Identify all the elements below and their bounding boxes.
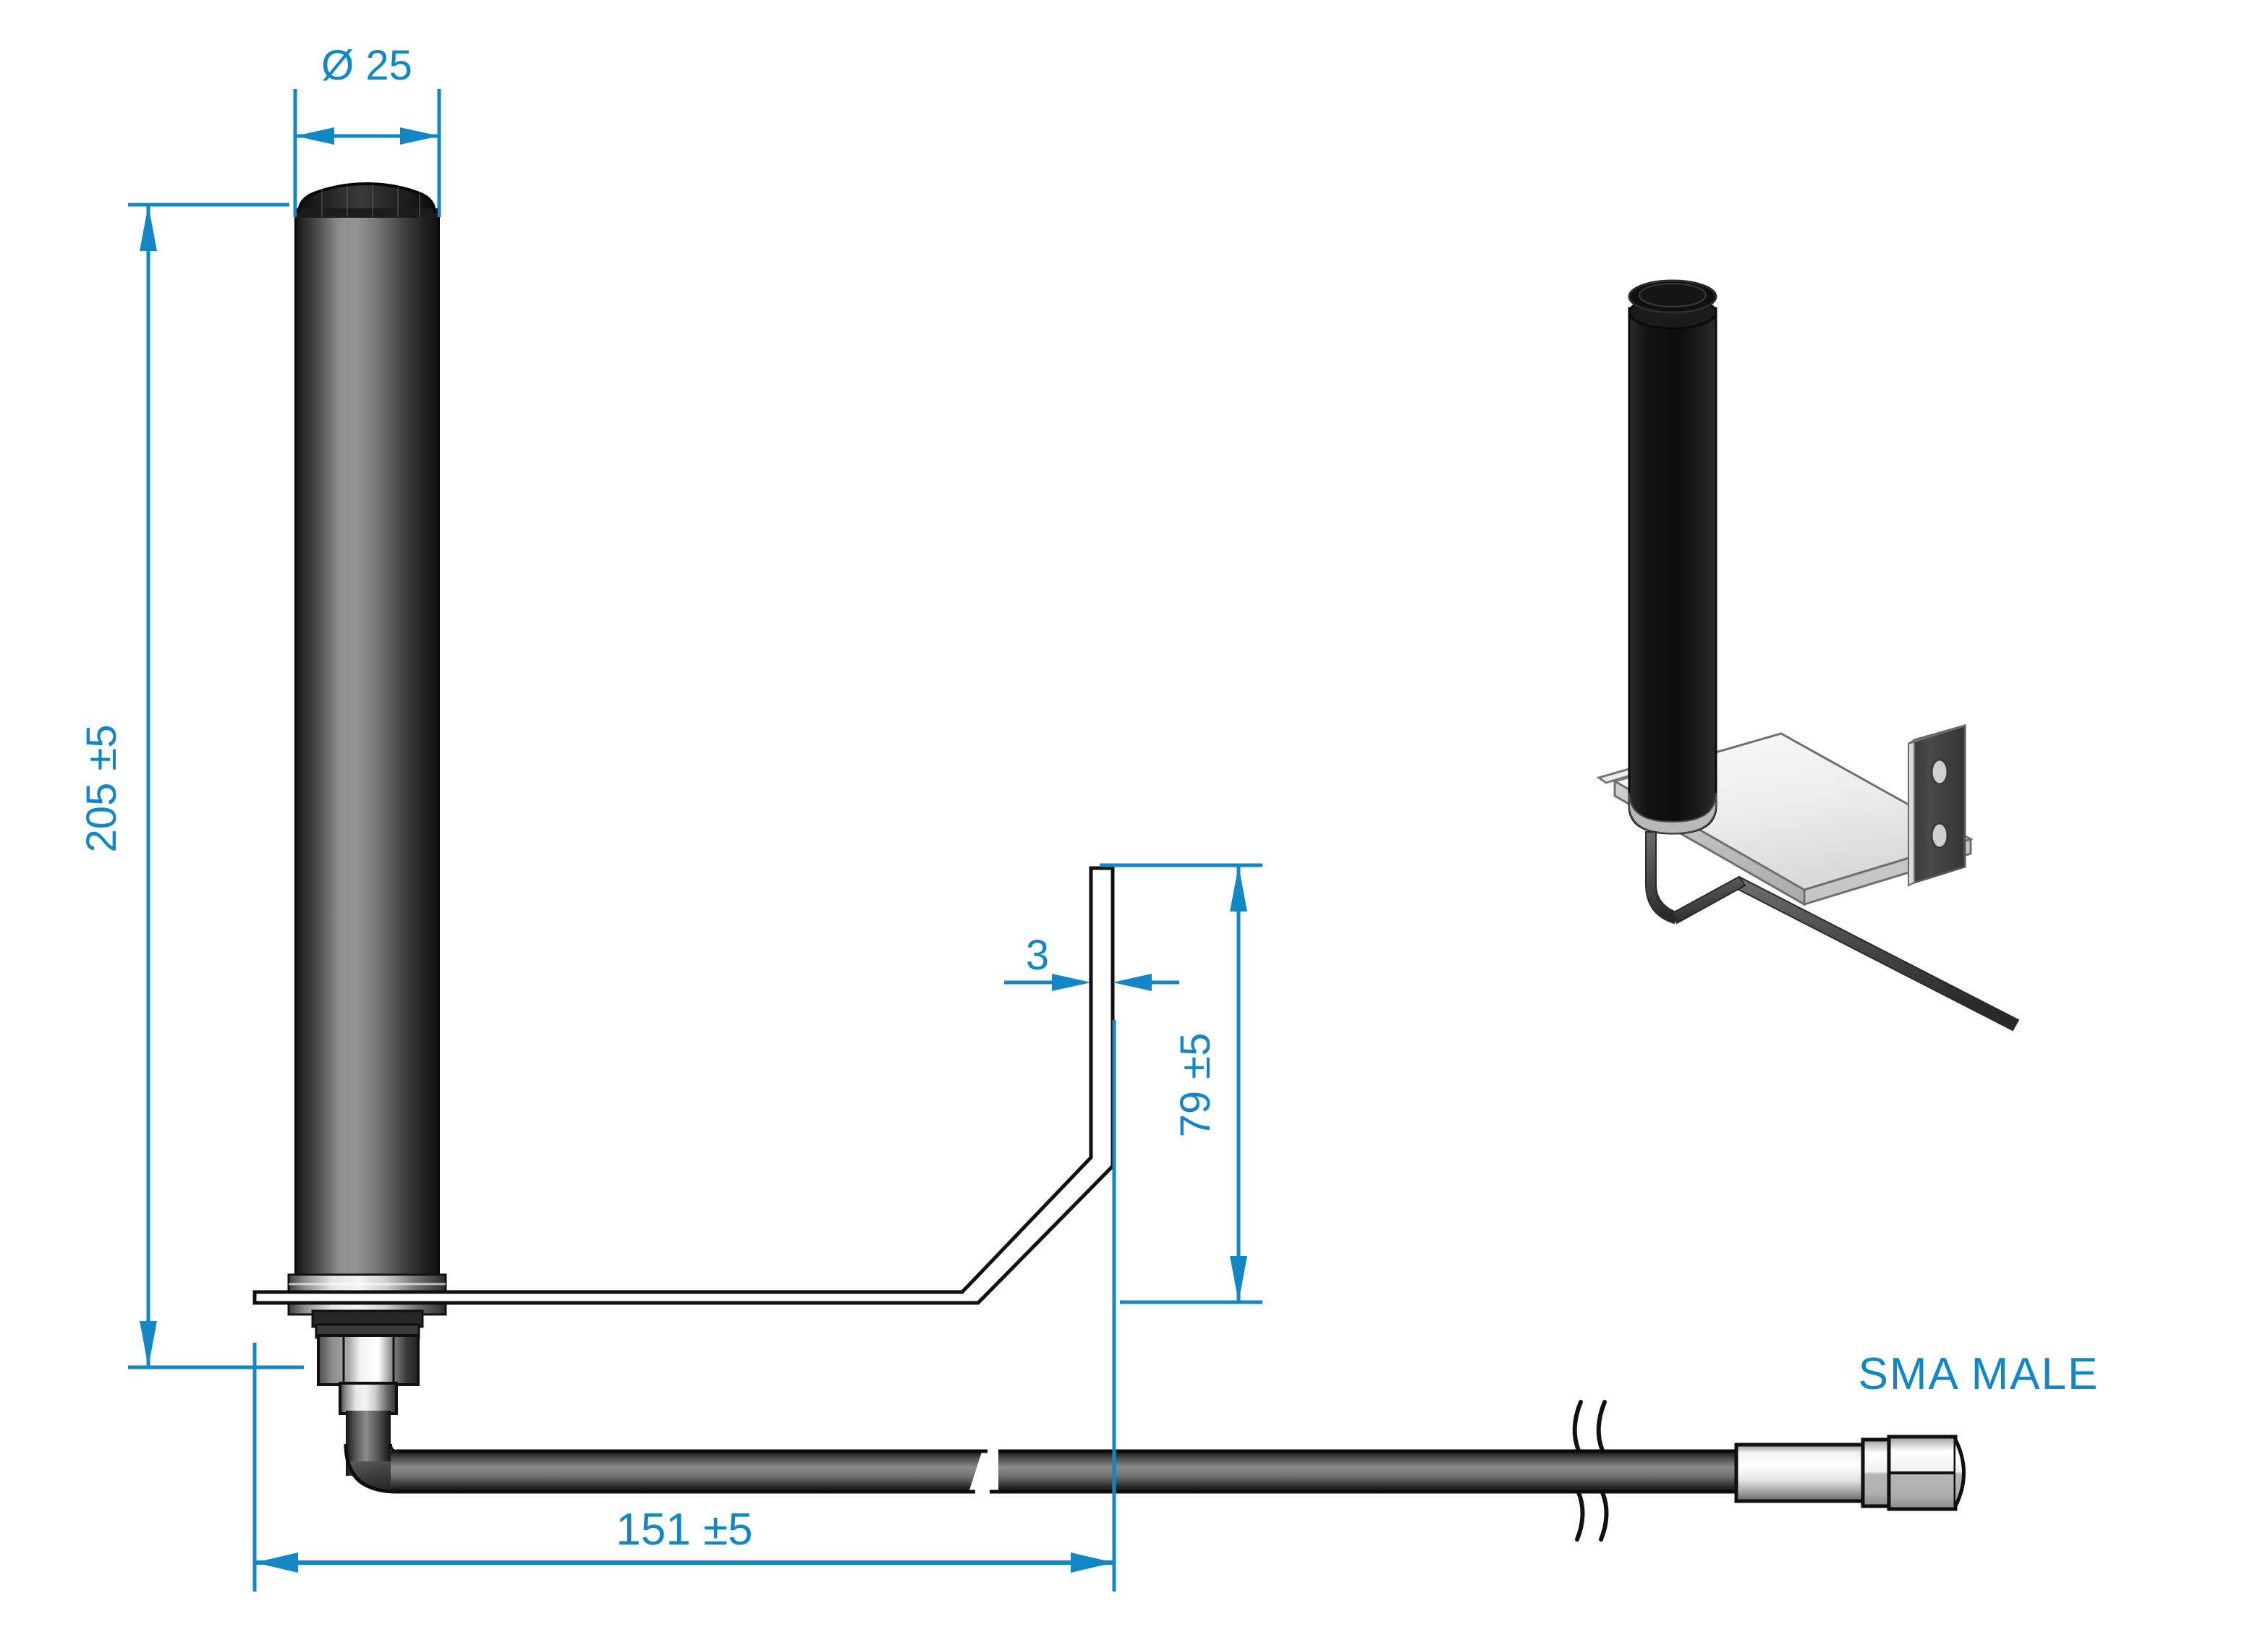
cable-run-1 — [391, 1451, 988, 1492]
arrowhead-rise-top — [1230, 865, 1247, 912]
antenna-radome-cylinder — [295, 217, 439, 1299]
dimension-diameter: Ø 25 — [293, 42, 441, 217]
dimension-bracket-length: 151 ±5 — [252, 1020, 1116, 1592]
cable-elbow-inner — [389, 1443, 397, 1453]
dimension-label-rise: 79 ±5 — [1172, 1033, 1219, 1138]
iso-cable-run — [1671, 875, 1746, 925]
sma-connector-collar — [1861, 1437, 1891, 1508]
radome-cap-ticks — [321, 185, 420, 217]
iso-bracket-back-plate — [1913, 724, 1966, 885]
sma-connector-tip — [1953, 1438, 1966, 1508]
iso-mounting-hole-lower — [1930, 822, 1949, 849]
dimension-label-diameter: Ø 25 — [321, 42, 412, 89]
front-view-cable — [344, 1400, 1966, 1542]
cable-ferrule — [339, 1382, 398, 1415]
cable-elbow-outer — [344, 1443, 397, 1494]
front-view-bracket — [252, 866, 1115, 1305]
iso-cable-tail — [1732, 875, 2020, 1032]
iso-mounting-hole-upper — [1930, 758, 1949, 786]
isometric-view — [1596, 279, 2020, 1032]
arrowhead-thickness-left — [1052, 974, 1091, 991]
dimension-label-height: 205 ±5 — [78, 725, 125, 853]
arrowhead-thickness-right — [1113, 974, 1152, 991]
arrowhead-rise-bottom — [1230, 1256, 1247, 1302]
arrowhead-diameter-right — [400, 127, 439, 145]
dimension-bracket-rise: 79 ±5 — [1100, 863, 1262, 1304]
arrowhead-length-right — [1071, 1552, 1114, 1573]
arrowhead-height-top — [140, 205, 157, 251]
arrowhead-height-bottom — [140, 1321, 157, 1367]
iso-back-plate-top-bevel — [1908, 725, 1966, 744]
iso-back-plate-bevel — [1908, 739, 1915, 887]
arrowhead-length-left — [255, 1552, 298, 1573]
cable-run-2 — [998, 1451, 1736, 1492]
front-view-antenna — [287, 182, 447, 1316]
cable-break-marks — [1572, 1400, 1609, 1542]
sma-connector-barrel — [1734, 1443, 1865, 1503]
radome-cap-outline — [297, 182, 436, 214]
iso-radome-cylinder — [1628, 307, 1717, 835]
iso-radome-cap-top — [1639, 283, 1707, 307]
radome-cap-band — [297, 208, 438, 218]
hex-nut — [317, 1334, 420, 1386]
dimension-height: 205 ±5 — [78, 203, 304, 1369]
label-sma-male: SMA MALE — [1859, 1349, 2099, 1399]
dimension-plate-thickness: 3 — [1004, 932, 1179, 991]
front-view-hex-nut — [311, 1309, 424, 1415]
arrowhead-diameter-left — [295, 127, 334, 145]
iso-radome-base-ring — [1628, 792, 1717, 835]
iso-cable-elbow — [1645, 831, 1680, 925]
dimension-label-thickness: 3 — [1026, 932, 1049, 979]
dimension-label-length: 151 ±5 — [616, 1505, 752, 1555]
cable-break-gap — [968, 1450, 1004, 1495]
